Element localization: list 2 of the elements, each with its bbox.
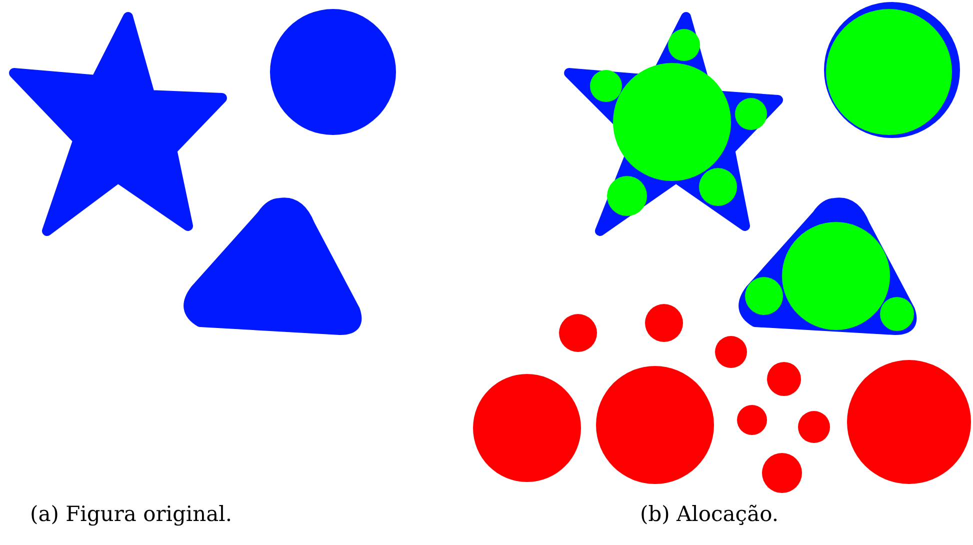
panel-caption: (a) Figura original. xyxy=(30,502,232,526)
panel-caption: (b) Alocação. xyxy=(640,502,779,526)
